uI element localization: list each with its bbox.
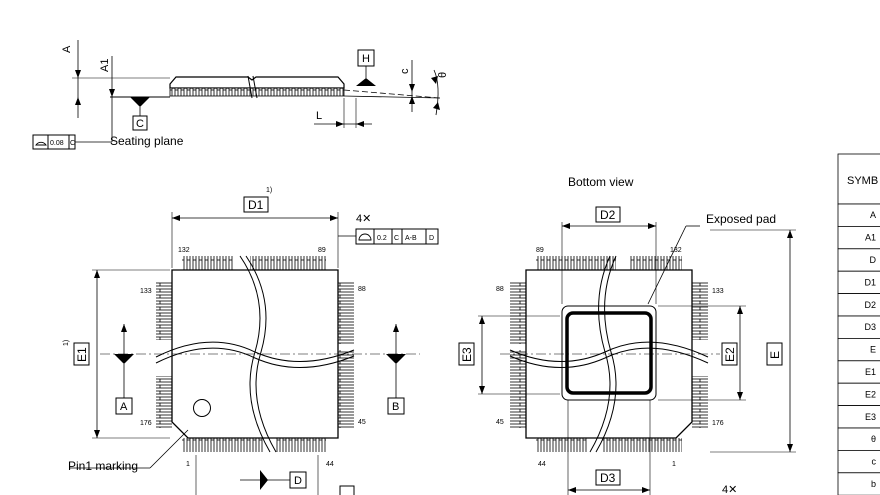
tol-value: 0.2 — [377, 235, 387, 242]
pin-45-label: 45 — [358, 419, 366, 426]
datum-a-label: A — [120, 401, 128, 413]
dim-e2-label: E2 — [723, 347, 737, 362]
table-symbol-cell: D3 — [864, 322, 876, 332]
pins-b-top-left — [536, 256, 616, 270]
datum-b-label: B — [392, 401, 399, 413]
table-symbol-cell: D — [870, 255, 877, 265]
pins-right-bottom — [338, 350, 354, 428]
dim-d3-label: D3 — [600, 471, 616, 485]
table-symbol-cell: E2 — [865, 389, 876, 399]
pin-133-label: 133 — [140, 288, 152, 295]
pins-b-left-top — [510, 282, 526, 344]
b-pin-132-label: 132 — [670, 247, 682, 254]
pins-left-top — [156, 282, 172, 340]
tol-ref-ab: A-B — [405, 235, 417, 242]
pins-b-left-bottom — [510, 350, 526, 428]
e1-note-ref: 1) — [63, 340, 70, 346]
table-symbol-cell: D1 — [864, 277, 876, 287]
table-symbol-cell: D2 — [864, 300, 876, 310]
flatness-value: 0.08 — [50, 140, 64, 147]
table-symbol-cell: c — [872, 457, 877, 467]
pin-132-label: 132 — [178, 247, 190, 254]
top-view: 1) D1 1) E1 132 89 133 88 176 45 1 44 A … — [63, 187, 439, 495]
pin-88-label: 88 — [358, 286, 366, 293]
b-pin-1-label: 1 — [672, 461, 676, 468]
table-header: SYMB — [847, 175, 878, 187]
pins-top-right — [250, 256, 326, 270]
seating-plane-label: Seating plane — [110, 134, 184, 148]
table-symbol-cell: E1 — [865, 367, 876, 377]
dim-c-label: c — [399, 68, 411, 74]
pins-bottom-right — [276, 438, 326, 452]
b-pin-176-label: 176 — [712, 420, 724, 427]
dim-e-label: E — [768, 351, 782, 359]
table-symbol-cell: A1 — [865, 233, 876, 243]
pins-top-left — [182, 256, 234, 270]
pin1-marking-label: Pin1 marking — [68, 459, 138, 473]
count-4x-label: 4✕ — [356, 213, 371, 225]
table-row — [837, 472, 880, 495]
bottom-view-title: Bottom view — [568, 175, 634, 189]
b-pin-88-label: 88 — [496, 286, 504, 293]
table-symbol-cell: E3 — [865, 412, 876, 422]
dim-theta-label: θ — [437, 72, 449, 78]
datum-d-label: D — [294, 475, 302, 487]
pin-176-label: 176 — [140, 420, 152, 427]
pins-bottom-left — [182, 438, 264, 452]
dim-a-label: A — [61, 45, 73, 53]
dim-d1-label: D1 — [248, 198, 264, 212]
pins-left-bottom — [156, 376, 172, 428]
table-symbol-cell: E — [870, 345, 876, 355]
d1-note-ref: 1) — [266, 187, 272, 194]
tol-ref-c: C — [394, 235, 399, 242]
dim-e3-label: E3 — [460, 347, 474, 362]
pins-b-right-bottom — [692, 376, 708, 428]
dim-l-label: L — [316, 110, 322, 122]
dim-e1-label: E1 — [75, 347, 89, 362]
b-pin-45-label: 45 — [496, 419, 504, 426]
pin-1-label: 1 — [186, 461, 190, 468]
bottom-view: Bottom view Exposed pad D2 D3 E3 E2 E 89… — [458, 175, 796, 495]
dim-d2-label: D2 — [600, 208, 616, 222]
datum-h-label: H — [362, 53, 370, 65]
pins-b-right-top — [692, 282, 708, 340]
b-pin-44-label: 44 — [538, 461, 546, 468]
pin-89-label: 89 — [318, 247, 326, 254]
table-symbol-cell: θ — [871, 434, 876, 444]
table-symbol-cell: b — [871, 479, 876, 489]
tol-ref-d: D — [429, 235, 434, 242]
dim-a1-label: A1 — [99, 59, 111, 72]
table-symbol-cell: A — [870, 210, 876, 220]
pins-b-bottom-right — [602, 438, 682, 452]
exposed-pad-label: Exposed pad — [706, 212, 776, 226]
side-view: A A1 C 0.08 C Seating plane H L c θ — [32, 40, 449, 150]
b-pin-89-label: 89 — [536, 247, 544, 254]
pins-b-bottom-left — [536, 438, 588, 452]
b-count-4x-label: 4✕ — [722, 484, 737, 495]
flatness-ref: C — [70, 140, 75, 147]
pins-right-top — [338, 282, 354, 344]
datum-c-label: C — [136, 118, 144, 130]
b-pin-133-label: 133 — [712, 288, 724, 295]
pin-44-label: 44 — [326, 461, 334, 468]
